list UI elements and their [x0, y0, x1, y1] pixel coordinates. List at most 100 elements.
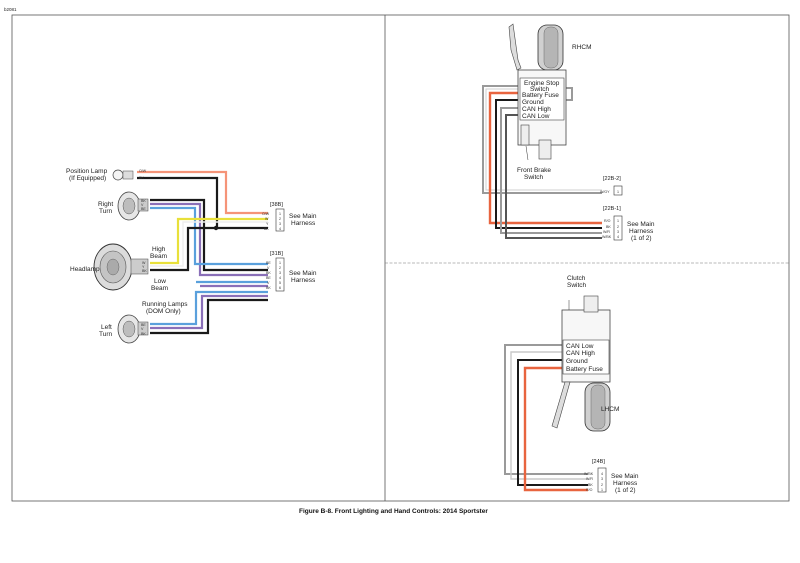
low-beam-sublabel: Beam — [151, 285, 168, 292]
high-beam-label: High — [152, 246, 166, 253]
right-turn-sublabel: Turn — [99, 208, 113, 215]
wire-code: BK — [139, 176, 144, 180]
lighting-wires — [137, 170, 268, 335]
pin-number: 4 — [279, 276, 281, 280]
connector-body — [597, 467, 607, 493]
switch-item: Battery Fuse — [566, 366, 603, 373]
harness-note: (1 of 2) — [615, 487, 636, 494]
connector-id: [22B-1] — [603, 206, 621, 212]
corner-code: b2081 — [4, 7, 17, 12]
running-lamps-sublabel: (DOM Only) — [146, 308, 181, 315]
position-lamp-sublabel: (If Equipped) — [69, 175, 106, 182]
harness-note: See Main — [611, 473, 639, 480]
right-turn-lamp: Right Turn BK V BE — [98, 191, 149, 221]
wire-code: W/BK — [602, 235, 612, 239]
harness-note: See Main — [289, 213, 317, 220]
wire-code: V — [141, 203, 144, 207]
position-lamp: Position Lamp (If Equipped) O/W BK — [66, 168, 147, 182]
wire-code: W/BK — [584, 472, 594, 476]
connector-id: [38B] — [270, 202, 283, 208]
ground-splice — [213, 225, 219, 231]
wire-code: W — [142, 261, 146, 265]
running-lamps-label: Running Lamps — [142, 301, 188, 308]
connector-id: [31B] — [270, 251, 283, 257]
wire-code: V — [267, 281, 270, 285]
switch-item: CAN Low — [566, 343, 594, 350]
switch-item: Switch — [530, 86, 550, 93]
pin-number: 2 — [279, 266, 281, 270]
position-lamp-label: Position Lamp — [66, 168, 108, 175]
left-turn-lamp: Left Turn BE V BK — [99, 314, 149, 344]
connector-id: [22B-2] — [603, 176, 621, 182]
switch-item: Engine Stop — [524, 80, 560, 87]
pin-number: 4 — [279, 227, 281, 231]
wire-code: O/W — [262, 212, 270, 216]
connector-id: [24B] — [592, 459, 605, 465]
switch-item: CAN Low — [522, 113, 550, 120]
left-turn-label: Left — [101, 324, 112, 331]
clutch-switch-sublabel: Switch — [567, 282, 587, 289]
wire-code: W/GY — [600, 190, 610, 194]
pin-number: 4 — [601, 472, 603, 476]
headlamp: Headlamp High Beam Low Beam W Y BK — [70, 243, 168, 292]
switch-item: CAN High — [522, 106, 551, 113]
wire-code: W/R — [586, 477, 593, 481]
harness-note: See Main — [289, 270, 317, 277]
connector-body — [613, 185, 623, 196]
rhcm-panel: RHCM Engine Stop Switch Battery Fuse Gro… — [482, 23, 655, 242]
pin-number: 4 — [617, 235, 619, 239]
switch-item: Ground — [566, 358, 588, 365]
wire-code: BK — [606, 225, 611, 229]
switch-item: Battery Fuse — [522, 92, 559, 99]
pin-number: 3 — [601, 477, 603, 481]
lhcm-label: LHCM — [601, 406, 619, 413]
wire-code: BK — [142, 269, 147, 273]
pin-number: 1 — [617, 219, 619, 223]
pin-number: 2 — [617, 225, 619, 229]
lighting-panel: Position Lamp (If Equipped) O/W BK Right… — [66, 168, 317, 344]
front-brake-switch-label: Front Brake — [517, 167, 551, 174]
high-beam-sublabel: Beam — [150, 253, 167, 260]
front-brake-switch-sublabel: Switch — [524, 174, 544, 181]
wire-code: BK — [266, 271, 271, 275]
wire-code: BE — [266, 276, 271, 280]
wire-code: Y — [142, 265, 145, 269]
wire-code: BK — [588, 483, 593, 487]
wire-code: R/O — [604, 219, 611, 223]
connector-body — [275, 257, 285, 292]
connector-22b2: [22B-2] W/GY 1 — [600, 176, 623, 196]
rhcm-switch-list — [519, 77, 565, 121]
brake-lever-icon — [508, 23, 522, 71]
connector-22b1: [22B-1] R/O BK W/R W/BK 1 2 3 4 See Main… — [602, 206, 655, 242]
lhcm-switch-list — [562, 339, 610, 375]
connector-31b: [31B] BE V BK BE V BK 1 2 3 4 5 6 See Ma… — [266, 251, 317, 292]
wire-code: W/R — [603, 230, 610, 234]
wire-code: BK — [264, 227, 269, 231]
headlamp-label: Headlamp — [70, 266, 100, 273]
pin-number: 3 — [617, 230, 619, 234]
connector-24b: [24B] W/BK W/R BK R/O 4 3 2 1 See Main H… — [584, 459, 639, 494]
wire-code: BK — [141, 199, 146, 203]
wire-code: R/O — [586, 488, 593, 492]
wire-code: Y — [266, 222, 269, 226]
wire-code: W — [265, 217, 269, 221]
figure-caption: Figure B-8. Front Lighting and Hand Cont… — [299, 508, 488, 515]
pin-number: 5 — [279, 281, 281, 285]
clutch-switch-label: Clutch — [567, 275, 586, 282]
harness-note: See Main — [627, 221, 655, 228]
harness-note: Harness — [291, 277, 316, 284]
switch-item: CAN High — [566, 350, 595, 357]
harness-note: (1 of 2) — [631, 235, 652, 242]
wire-code: O/W — [139, 169, 147, 173]
wire-code: BE — [141, 207, 146, 211]
pin-number: 1 — [617, 190, 619, 194]
wire-code: BK — [141, 332, 146, 336]
connector-body — [613, 215, 623, 241]
pin-number: 1 — [279, 212, 281, 216]
pin-number: 3 — [279, 222, 281, 226]
connector-body — [275, 208, 285, 232]
wire-code: BK — [266, 286, 271, 290]
harness-note: Harness — [291, 220, 316, 227]
pin-number: 3 — [279, 271, 281, 275]
